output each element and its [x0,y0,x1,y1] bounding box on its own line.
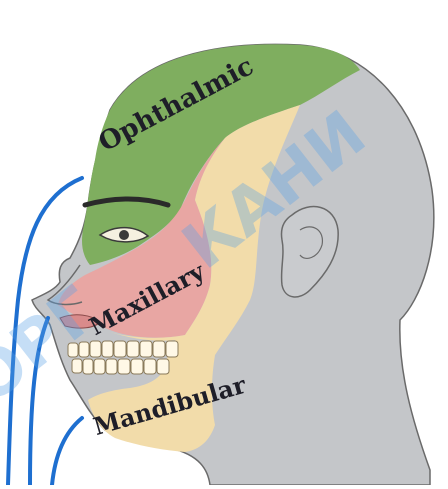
nerve-line-maxillary [30,318,48,485]
teeth [68,341,178,374]
pupil [119,230,129,240]
nerve-line-mandibular [52,418,82,485]
